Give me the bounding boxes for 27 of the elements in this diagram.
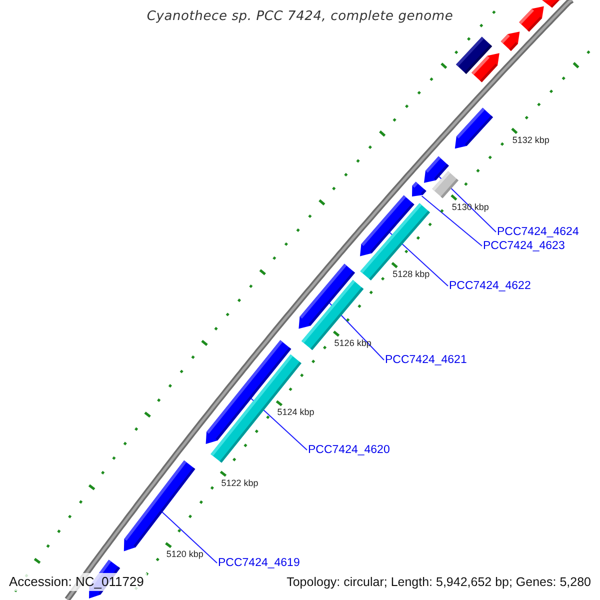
- tick-label: 5120 kbp: [166, 549, 204, 560]
- gene-feature: [472, 53, 500, 82]
- tick-label: 5122 kbp: [221, 478, 258, 489]
- gene-label: PCC7424_4624: [497, 225, 579, 239]
- gene-label: PCC7424_4623: [483, 239, 565, 253]
- leader-line: [421, 196, 482, 246]
- gene-feature: [542, 0, 562, 8]
- gene-feature: [519, 6, 544, 32]
- tick-label: 5130 kbp: [452, 202, 489, 212]
- tick-label: 5132 kbp: [512, 134, 550, 146]
- gene-feature: [454, 108, 493, 149]
- gene-feature: [432, 171, 458, 198]
- gene-feature: [124, 460, 196, 552]
- leader-line: [162, 512, 218, 564]
- tick-label: 5128 kbp: [392, 269, 430, 280]
- gene-feature: [412, 182, 426, 196]
- gene-label: PCC7424_4620: [308, 443, 390, 457]
- map-title: Cyanothece sp. PCC 7424, complete genome: [146, 9, 454, 24]
- gene-label: PCC7424_4621: [385, 353, 467, 367]
- tick-label: 5124 kbp: [277, 407, 314, 418]
- gene-label: PCC7424_4622: [449, 279, 531, 293]
- gene-feature: [500, 32, 520, 51]
- accession-text: Accession: NC_011729: [6, 573, 147, 591]
- gene-feature: [210, 354, 302, 463]
- gene-label: PCC7424_4619: [218, 556, 300, 570]
- leader-line: [438, 176, 496, 232]
- gene-feature: [360, 203, 430, 280]
